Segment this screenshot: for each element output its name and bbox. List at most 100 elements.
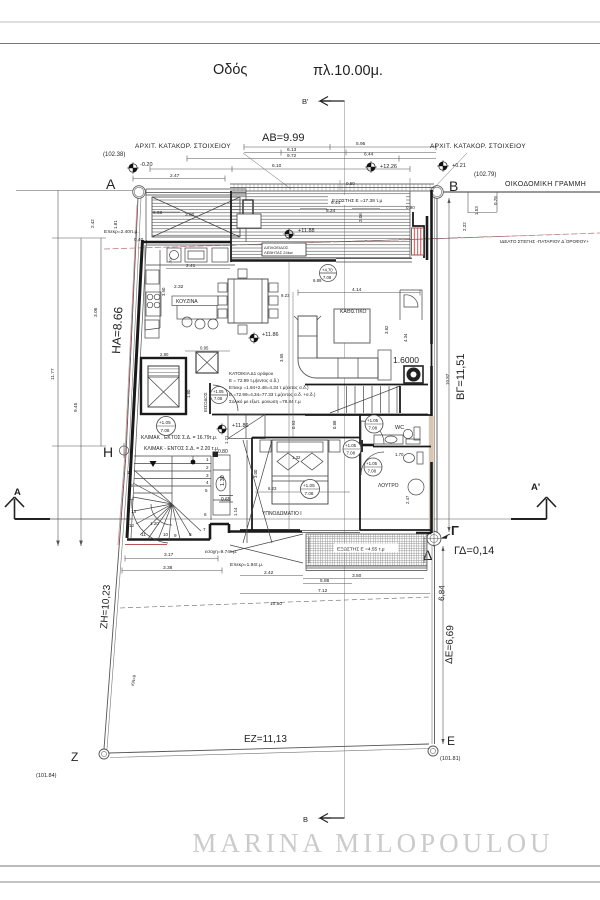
svg-text:ΚΑΘΙΣΤΙΚΟ: ΚΑΘΙΣΤΙΚΟ	[340, 309, 367, 315]
svg-text:+1.05: +1.05	[159, 420, 171, 425]
svg-text:Α': Α'	[531, 482, 540, 493]
svg-text:WC: WC	[395, 425, 404, 431]
svg-text:ΚΛΙΜΑΚ - ΕΝΤΟΣ Σ.Δ. = 2.20 τ.μ: ΚΛΙΜΑΚ - ΕΝΤΟΣ Σ.Δ. = 2.20 τ.μ	[144, 446, 218, 452]
svg-text:6.89: 6.89	[313, 278, 322, 283]
svg-text:(102.79): (102.79)	[474, 172, 496, 178]
svg-text:3.17: 3.17	[164, 552, 174, 558]
svg-text:ΚΛΙΜΑΚ . ΕΚΤΟΣ Σ.Δ. = 16.79τ.: ΚΛΙΜΑΚ . ΕΚΤΟΣ Σ.Δ. = 16.79τ.μ.	[141, 435, 217, 441]
svg-text:3.50: 3.50	[161, 287, 166, 296]
svg-text:+11.88: +11.88	[298, 228, 315, 234]
svg-text:0,40: 0,40	[134, 237, 144, 243]
svg-text:Η: Η	[103, 444, 113, 460]
svg-text:1.88: 1.88	[132, 387, 137, 396]
svg-text:0.80: 0.80	[218, 449, 228, 455]
svg-text:11.77: 11.77	[50, 368, 56, 380]
svg-text:Οδός: Οδός	[213, 62, 247, 78]
svg-text:+0.21: +0.21	[452, 163, 466, 169]
svg-text:ΕΖ=11,13: ΕΖ=11,13	[244, 734, 287, 745]
svg-text:Γ: Γ	[451, 523, 459, 538]
svg-text:7.08: 7.08	[214, 396, 223, 401]
svg-text:+12.26: +12.26	[380, 164, 397, 170]
svg-text:3.82: 3.82	[384, 325, 389, 334]
svg-text:-0.20: -0.20	[140, 162, 153, 168]
svg-text:2.47: 2.47	[405, 495, 410, 504]
svg-text:4: 4	[206, 480, 209, 485]
svg-text:ΕΞΩΣΤΗΣ Ε =17.38 τ.μ: ΕΞΩΣΤΗΣ Ε =17.38 τ.μ	[332, 198, 382, 204]
svg-text:5: 5	[205, 488, 208, 493]
svg-text:ΕΞΩΣΤΗΣ Ε =4.55 τ.μ: ΕΞΩΣΤΗΣ Ε =4.55 τ.μ	[337, 547, 385, 553]
svg-text:3.06: 3.06	[93, 307, 99, 317]
svg-text:+11.86: +11.86	[232, 423, 249, 429]
svg-text:ΚΑΤΟΙΚΙΑ Δ1 ορόφου: ΚΑΤΟΙΚΙΑ Δ1 ορόφου	[229, 370, 274, 376]
svg-text:7.12: 7.12	[318, 588, 328, 594]
svg-text:Ε: Ε	[447, 734, 455, 748]
svg-text:1.14: 1.14	[233, 507, 238, 516]
svg-text:2.47: 2.47	[170, 173, 180, 179]
svg-text:6: 6	[204, 512, 207, 517]
svg-text:+1.05: +1.05	[367, 418, 379, 423]
svg-text:1.20: 1.20	[150, 521, 159, 526]
svg-text:4.34: 4.34	[403, 333, 408, 342]
svg-text:10: 10	[163, 532, 169, 537]
svg-text:Α: Α	[106, 176, 116, 192]
svg-text:8: 8	[189, 532, 192, 537]
svg-text:+1.05: +1.05	[366, 461, 378, 466]
svg-text:2.06: 2.06	[358, 213, 363, 222]
svg-text:ΥΠΝΟΔΩΜΑΤΙΟ Ι: ΥΠΝΟΔΩΜΑΤΙΟ Ι	[262, 511, 302, 517]
svg-text:9: 9	[174, 533, 177, 538]
svg-text:2.42: 2.42	[90, 219, 95, 228]
svg-text:+4.70: +4.70	[322, 268, 333, 273]
svg-text:2.41: 2.41	[186, 263, 196, 269]
svg-text:4.14: 4.14	[352, 287, 362, 293]
svg-text:Ε =72.99=4,34=77.33 τ.μ(εντος: Ε =72.99=4,34=77.33 τ.μ(εντος σ.δ. +σ.δ.…	[229, 392, 316, 397]
svg-text:+1.05: +1.05	[303, 483, 315, 488]
svg-text:10.87: 10.87	[445, 373, 450, 385]
svg-text:Δ: Δ	[423, 547, 432, 563]
svg-text:ΔΙΠΛΟΕΙΔΟΣ: ΔΙΠΛΟΕΙΔΟΣ	[264, 245, 289, 250]
svg-text:2: 2	[206, 465, 209, 470]
svg-text:ΑΡΧΙΤ. ΚΑΤΑΚΟΡ. ΣΤΟΙΧΕΙΟΥ: ΑΡΧΙΤ. ΚΑΤΑΚΟΡ. ΣΤΟΙΧΕΙΟΥ	[135, 143, 231, 150]
svg-text:2.80: 2.80	[160, 352, 169, 357]
svg-text:MARINA MILOPOULOU: MARINA MILOPOULOU	[192, 828, 553, 858]
svg-text:0.90: 0.90	[406, 205, 415, 210]
svg-text:13: 13	[131, 509, 137, 514]
svg-text:1.21: 1.21	[224, 435, 229, 444]
svg-text:Επεκρ=2.40π.μ.: Επεκρ=2.40π.μ.	[104, 229, 139, 235]
svg-text:0.88: 0.88	[332, 420, 337, 429]
svg-text:3.65: 3.65	[279, 353, 284, 362]
svg-text:6.58: 6.58	[153, 210, 163, 216]
svg-text:15: 15	[128, 483, 134, 488]
svg-text:2.42: 2.42	[264, 570, 274, 576]
svg-text:ΒΓ=11,51: ΒΓ=11,51	[455, 353, 467, 400]
svg-text:πλ.10.00μ.: πλ.10.00μ.	[313, 63, 383, 79]
svg-text:Ε = 72.99 τ.μ(εντος σ.δ.): Ε = 72.99 τ.μ(εντος σ.δ.)	[229, 378, 279, 383]
svg-text:3.00: 3.00	[185, 212, 195, 218]
svg-text:6.10: 6.10	[272, 163, 282, 169]
svg-text:(101.84): (101.84)	[36, 773, 57, 779]
svg-text:11: 11	[141, 532, 146, 537]
svg-text:Ζ: Ζ	[71, 750, 78, 764]
svg-text:+11.86: +11.86	[262, 332, 279, 338]
svg-text:ΑΒ=9.99: ΑΒ=9.99	[262, 132, 305, 144]
svg-text:3.00: 3.00	[253, 469, 258, 478]
svg-text:7.08: 7.08	[369, 426, 378, 431]
svg-text:10.50: 10.50	[270, 601, 282, 607]
svg-text:ΚΟΥΖΙΝΑ: ΚΟΥΖΙΝΑ	[176, 299, 198, 305]
svg-text:ΖΗ=10,23: ΖΗ=10,23	[99, 584, 113, 629]
svg-text:ΑΡΧΙΤ. ΚΑΤΑΚΟΡ. ΣΤΟΙΧΕΙΟΥ: ΑΡΧΙΤ. ΚΑΤΑΚΟΡ. ΣΤΟΙΧΕΙΟΥ	[430, 143, 526, 150]
svg-text:7.08: 7.08	[323, 275, 332, 280]
svg-text:7.08: 7.08	[305, 491, 314, 496]
svg-text:1.80: 1.80	[186, 389, 191, 398]
svg-text:1.70: 1.70	[395, 452, 404, 457]
svg-text:2.32: 2.32	[174, 284, 184, 290]
svg-text:ΛΟΥΤΡΟ: ΛΟΥΤΡΟ	[378, 483, 399, 489]
svg-text:ΔΕ=6,69: ΔΕ=6,69	[444, 625, 456, 664]
svg-text:ΟΙΚΟΔΟΜΙΚΗ ΓΡΑΜΜΗ: ΟΙΚΟΔΟΜΙΚΗ ΓΡΑΜΜΗ	[505, 181, 586, 188]
svg-text:1.30: 1.30	[220, 475, 226, 486]
svg-text:6.44: 6.44	[364, 152, 374, 158]
svg-text:ΗΑ=8.66: ΗΑ=8.66	[109, 306, 125, 354]
svg-text:(102.38): (102.38)	[103, 152, 125, 158]
svg-text:ΓΔ=0,14: ΓΔ=0,14	[454, 545, 494, 557]
svg-text:0.95: 0.95	[200, 346, 209, 351]
svg-text:9.72: 9.72	[287, 153, 297, 159]
